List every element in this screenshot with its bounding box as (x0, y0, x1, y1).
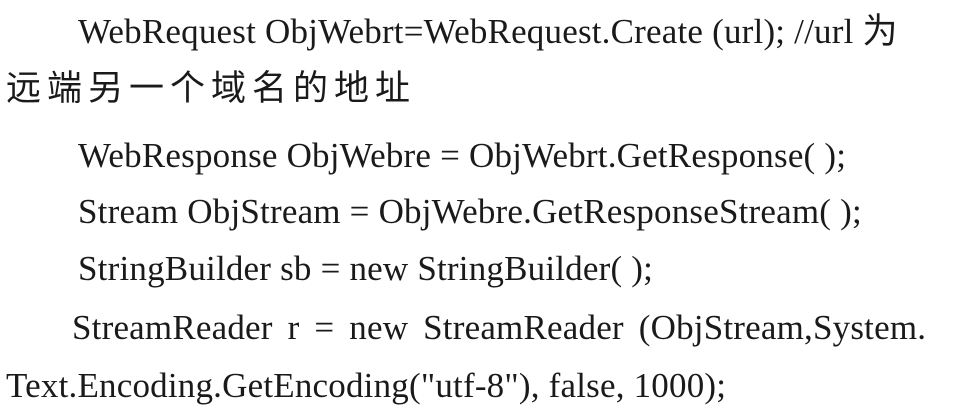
code-line-stringbuilder: StringBuilder sb = new StringBuilder( ); (78, 249, 654, 288)
code-line-stream: Stream ObjStream = ObjWebre.GetResponseS… (78, 192, 862, 231)
code-line-streamreader: StreamReader r = new StreamReader (ObjSt… (72, 308, 927, 347)
code-line-webrequest: WebRequest ObjWebrt=WebRequest.Create (u… (78, 12, 898, 51)
code-line-webresponse: WebResponse ObjWebre = ObjWebrt.GetRespo… (78, 136, 847, 175)
code-line-encoding: Text.Encoding.GetEncoding("utf-8"), fals… (6, 366, 727, 405)
code-line-comment-continuation: 远端另一个域名的地址 (6, 69, 417, 108)
